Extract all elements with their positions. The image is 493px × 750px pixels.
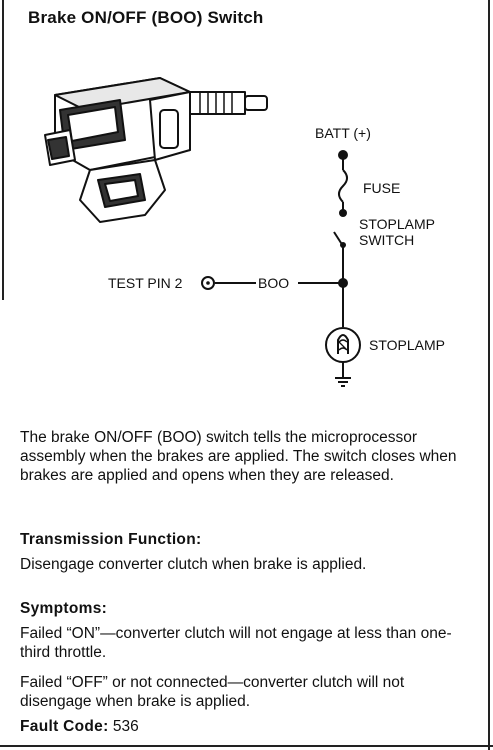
batt-node [338, 150, 348, 160]
fault-code-value: 536 [112, 718, 139, 735]
right-border-line [488, 0, 490, 750]
fuse-label: FUSE [363, 180, 400, 196]
stoplamp-bulb-icon [325, 327, 361, 363]
fault-code-line: Fault Code: 536 [20, 718, 139, 736]
description-paragraph: The brake ON/OFF (BOO) switch tells the … [20, 429, 457, 484]
fuse-node [339, 209, 347, 217]
symptom-failed-on: Failed “ON”—converter clutch will not en… [20, 625, 452, 661]
switch-node [340, 242, 346, 248]
stoplamp-switch-label-line2: SWITCH [359, 232, 414, 248]
page-title: Brake ON/OFF (BOO) Switch [28, 8, 264, 27]
boo-label: BOO [258, 275, 289, 291]
circuit-schematic [215, 155, 351, 387]
test-pin-dot [206, 281, 210, 285]
boo-switch-illustration [44, 77, 268, 223]
left-border-line [2, 0, 4, 300]
boo-switch-diagram: BATT (+) FUSE STOPLAMP SWITCH TEST PIN 2… [44, 77, 445, 387]
stoplamp-switch-label-line1: STOPLAMP [359, 216, 435, 232]
stoplamp-label: STOPLAMP [369, 337, 445, 353]
fault-code-label: Fault Code: [20, 718, 109, 735]
symptom-failed-off: Failed “OFF” or not connected—converter … [20, 674, 405, 710]
transmission-function-heading: Transmission Function: [20, 531, 202, 548]
batt-label: BATT (+) [315, 125, 371, 141]
test-pin-label: TEST PIN 2 [108, 275, 183, 291]
boo-junction-node [338, 278, 348, 288]
transmission-function-text: Disengage converter clutch when brake is… [20, 556, 367, 573]
bottom-border-line [0, 745, 493, 747]
symptoms-heading: Symptoms: [20, 600, 108, 617]
